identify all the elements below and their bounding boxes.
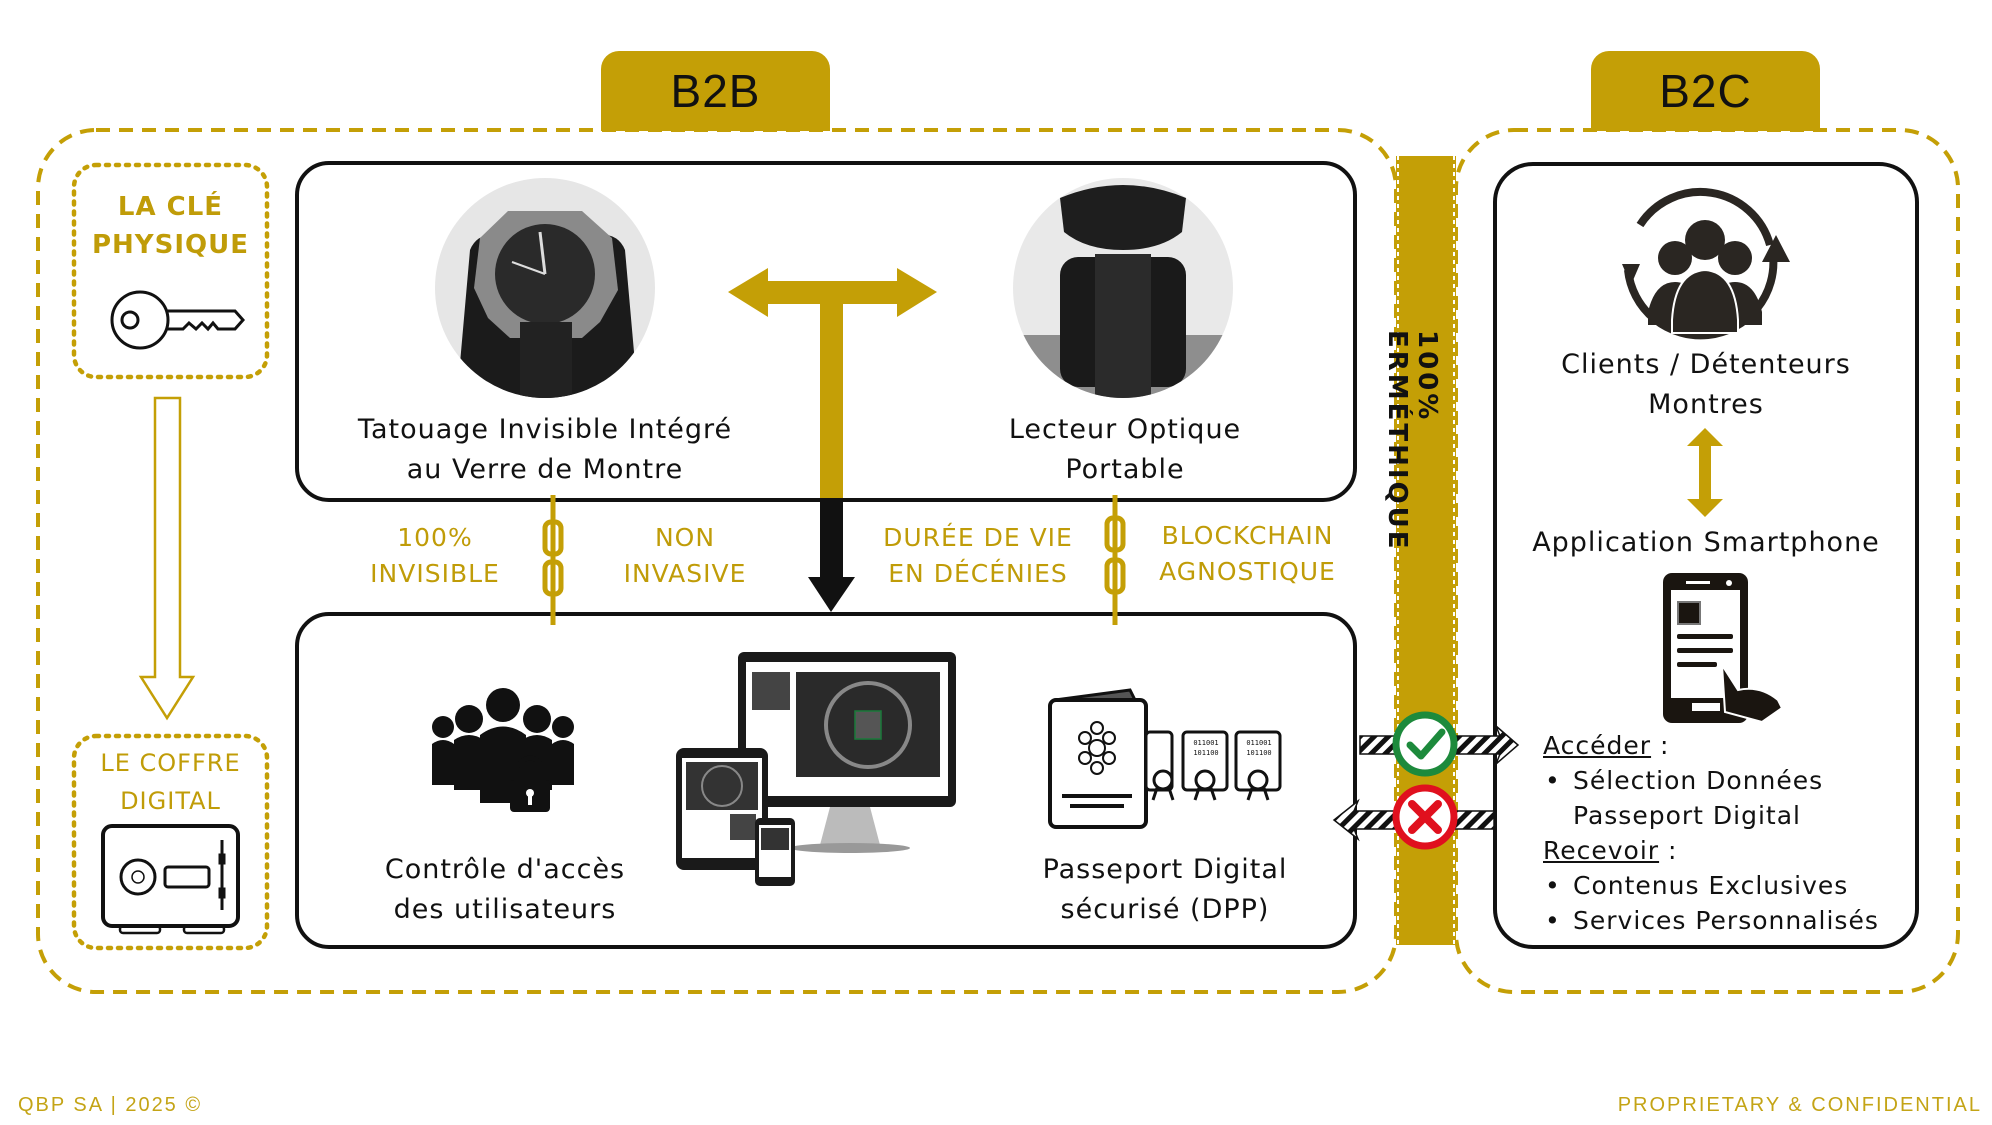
tab-b2c: B2C [1591,51,1820,131]
cert-line2: 101100 [1193,749,1219,757]
black-down-arrow [808,498,855,612]
physical-key-box [71,162,270,380]
feature-line1: 100% [397,523,473,552]
list-item-text: Passeport Digital [1573,801,1801,830]
tattoo-line1: Tatouage Invisible Intégré [357,414,733,445]
footer-confidential: PROPRIETARY & CONFIDENTIAL [1617,1094,1982,1116]
physical-key-label: LA CLÉ PHYSIQUE [74,188,267,264]
feature-line1: DURÉE DE VIE [883,523,1073,552]
tattoo-caption: Tatouage Invisible Intégré au Verre de M… [335,410,755,490]
cert-line1: 011001 [1193,739,1219,747]
list-item: •Contenus Exclusives [1545,871,1849,900]
chain-link-icon-left [542,495,564,625]
access-line1: Contrôle d'accès [384,854,626,885]
certificate-code: 011001 101100 [1239,738,1279,758]
b2b-bottom-box [295,612,1357,949]
reader-caption: Lecteur Optique Portable [960,410,1290,490]
cross-icon [1392,784,1458,850]
watch-photo [435,178,655,398]
list-item-continuation: Passeport Digital [1543,798,1913,833]
passport-caption: Passeport Digital sécurisé (DPP) [1020,850,1310,930]
colon: : [1659,836,1678,865]
digital-safe-box [71,733,270,951]
physical-key-line2: PHYSIQUE [91,230,250,260]
passport-line2: sécurisé (DPP) [1060,894,1270,925]
gold-t-arrow [728,268,937,498]
clients-cycle-icon [1622,188,1790,340]
access-header-text: Accéder [1543,731,1652,760]
feature-non-invasive: NON INVASIVE [600,520,770,592]
access-control-caption: Contrôle d'accès des utilisateurs [340,850,670,930]
b2c-benefits-list: Accéder : •Sélection Données Passeport D… [1543,728,1913,938]
key-to-safe-arrow [138,396,196,721]
feature-line1: NON [654,523,716,552]
access-header: Accéder : [1543,728,1913,763]
feature-line2: EN DÉCÉNIES [888,559,1068,588]
certificate-code: 011001 101100 [1186,738,1226,758]
optical-reader-photo [1013,178,1233,398]
certificate-icon [1144,730,1282,801]
safe-icon [101,824,240,935]
key-icon [110,290,246,350]
feature-blockchain: BLOCKCHAIN AGNOSTIQUE [1140,518,1355,590]
list-item-text: Services Personnalisés [1573,906,1879,935]
digital-safe-label: LE COFFRE DIGITAL [74,744,267,820]
footer-copyright: QBP SA | 2025 © [18,1094,203,1116]
b2c-inner-box [1493,162,1919,949]
reader-line1: Lecteur Optique [1008,414,1242,445]
reader-line2: Portable [1065,454,1185,485]
receive-header-text: Recevoir [1543,836,1660,865]
list-item-text: Sélection Données [1573,766,1824,795]
check-icon [1392,711,1458,777]
users-lock-icon [432,688,574,812]
cert-line2: 101100 [1246,749,1272,757]
tab-b2b: B2B [601,51,830,131]
feature-line2: INVASIVE [623,559,747,588]
list-item: •Sélection Données [1545,766,1824,795]
passport-line1: Passeport Digital [1042,854,1288,885]
digital-safe-line1: LE COFFRE [100,749,241,777]
colon: : [1651,731,1670,760]
devices-illustration [676,652,956,886]
clients-line1: Clients / Détenteurs [1561,349,1851,380]
digital-safe-line2: DIGITAL [120,787,221,815]
hermetic-label: 100% ERMÉTHIQUE [1382,330,1442,552]
tattoo-line2: au Verre de Montre [406,454,684,485]
feature-line2: INVISIBLE [370,559,500,588]
feature-lifetime: DURÉE DE VIE EN DÉCÉNIES [868,520,1088,592]
physical-key-line1: LA CLÉ [117,192,224,222]
cert-line1: 011001 [1246,739,1272,747]
feature-invisible: 100% INVISIBLE [350,520,520,592]
smartphone-touch-icon [1663,573,1784,724]
chain-link-icon-right [1104,495,1126,625]
app-caption: Application Smartphone [1532,527,1880,558]
clients-caption: Clients / Détenteurs Montres [1500,345,1912,425]
access-line2: des utilisateurs [393,894,617,925]
digital-passport-icon [1048,688,1148,829]
list-item-text: Contenus Exclusives [1573,871,1849,900]
feature-line1: BLOCKCHAIN [1161,521,1334,550]
receive-header: Recevoir : [1543,833,1913,868]
list-item: •Services Personnalisés [1545,906,1879,935]
gold-vertical-double-arrow [1687,428,1723,517]
feature-line2: AGNOSTIQUE [1159,557,1336,586]
clients-line2: Montres [1648,389,1764,420]
